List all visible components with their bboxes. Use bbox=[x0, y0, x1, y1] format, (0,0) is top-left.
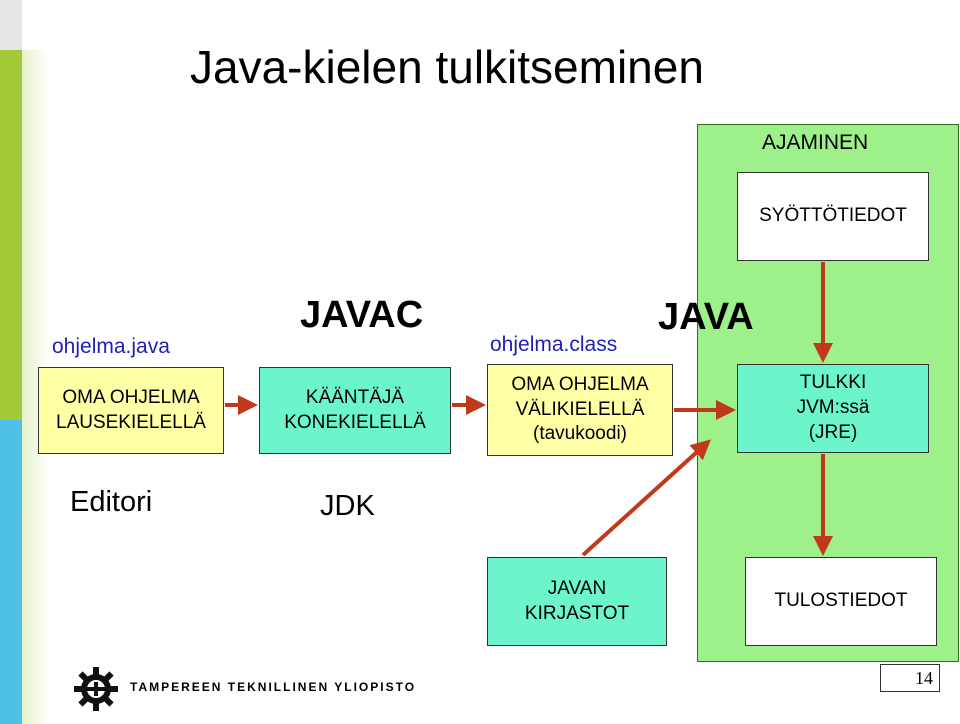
java-label: JAVA bbox=[658, 296, 754, 338]
box-line: KIRJASTOT bbox=[524, 602, 630, 624]
slide-title: Java-kielen tulkitseminen bbox=[190, 41, 704, 93]
java-libraries-box: JAVAN KIRJASTOT bbox=[487, 557, 667, 646]
editor-label: Editori bbox=[70, 486, 153, 518]
box-line: TULKKI bbox=[799, 372, 867, 394]
arrow-libraries-to-class bbox=[581, 439, 711, 557]
university-name: TAMPEREEN TEKNILLINEN YLIOPISTO bbox=[130, 680, 417, 694]
javac-label: JAVAC bbox=[300, 294, 424, 336]
decor-bar-grey bbox=[0, 0, 22, 50]
source-file-label: ohjelma.java bbox=[52, 335, 170, 358]
box-line: JAVAN bbox=[547, 577, 607, 599]
source-program-box: OMA OHJELMA LAUSEKIELELLÄ bbox=[38, 367, 224, 454]
decor-bar-blue bbox=[0, 420, 22, 724]
page-number: 14 bbox=[880, 664, 940, 692]
box-line: VÄLIKIELELLÄ bbox=[515, 398, 645, 420]
box-line: JVM:ssä bbox=[796, 397, 870, 419]
run-label: AJAMINEN bbox=[762, 131, 869, 154]
box-line: OMA OHJELMA bbox=[511, 373, 649, 395]
box-line: (JRE) bbox=[808, 421, 858, 443]
box-line: KONEKIELELLÄ bbox=[284, 411, 426, 433]
box-line: TULOSTIEDOT bbox=[774, 590, 908, 612]
box-line: KÄÄNTÄJÄ bbox=[305, 386, 405, 408]
university-gear-logo bbox=[72, 665, 120, 713]
box-line: (tavukoodi) bbox=[533, 423, 627, 445]
interpreter-box: TULKKI JVM:ssä (JRE) bbox=[737, 364, 929, 453]
compiler-box: KÄÄNTÄJÄ KONEKIELELLÄ bbox=[259, 367, 451, 454]
jdk-label: JDK bbox=[320, 490, 375, 522]
decor-bar-green bbox=[0, 50, 22, 420]
class-file-label: ohjelma.class bbox=[490, 333, 618, 356]
box-line: OMA OHJELMA bbox=[62, 386, 200, 408]
box-line: LAUSEKIELELLÄ bbox=[56, 411, 206, 433]
output-data-box: TULOSTIEDOT bbox=[745, 557, 937, 646]
box-line: SYÖTTÖTIEDOT bbox=[759, 205, 907, 227]
bytecode-program-box: OMA OHJELMA VÄLIKIELELLÄ (tavukoodi) bbox=[487, 364, 673, 456]
input-data-box: SYÖTTÖTIEDOT bbox=[737, 172, 929, 261]
